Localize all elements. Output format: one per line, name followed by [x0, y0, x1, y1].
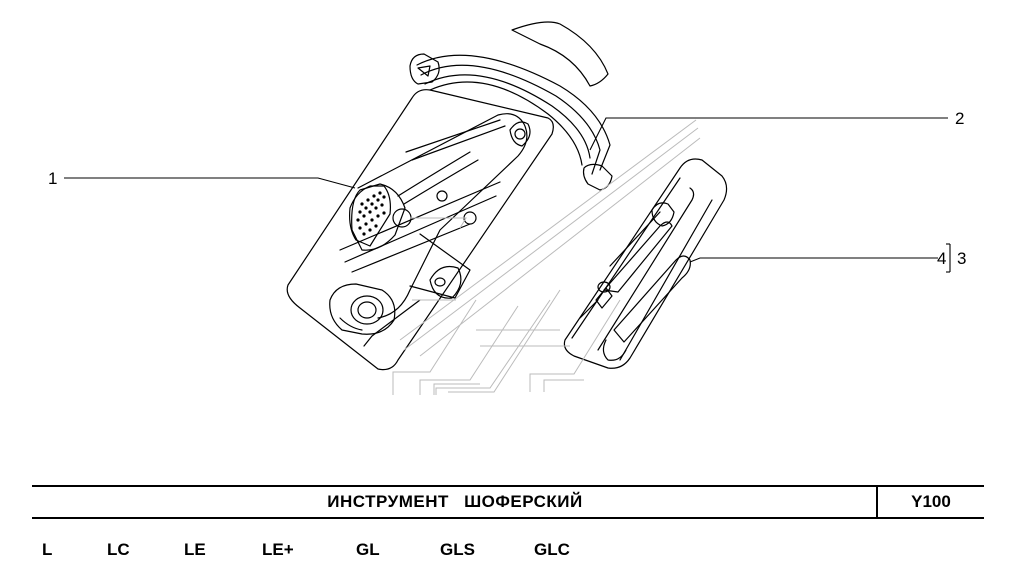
title-divider	[876, 487, 878, 517]
strap-buckle-left	[409, 53, 440, 85]
variant-le: LE	[184, 540, 206, 559]
wrench	[613, 255, 691, 343]
jack-outline	[357, 113, 528, 319]
callout-3: 3	[957, 249, 967, 268]
callout-4: 4	[937, 249, 947, 268]
small-pouch-outline	[563, 158, 728, 369]
section-code: Y100	[911, 492, 951, 511]
title-bar: ИНСТРУМЕНТ ШОФЕРСКИЙ Y100	[32, 485, 984, 519]
section-title: ИНСТРУМЕНТ ШОФЕРСКИЙ	[327, 492, 583, 511]
callout-1: 1	[48, 169, 58, 188]
variant-gls: GLS	[440, 540, 475, 559]
leader-1	[64, 177, 356, 189]
variant-glc: GLC	[534, 540, 570, 559]
leader-4	[689, 257, 938, 263]
callout-2: 2	[955, 109, 965, 128]
variant-le-plus: LE+	[262, 540, 294, 559]
parts-diagram	[64, 21, 951, 395]
bag-strap	[416, 54, 611, 171]
leader-2	[589, 117, 948, 151]
variant-l: L	[42, 540, 53, 559]
tool-bag-outline	[286, 89, 554, 371]
screwdriver	[603, 221, 673, 293]
variant-lc: LC	[107, 540, 130, 559]
jack-pad	[349, 185, 391, 247]
variant-gl: GL	[356, 540, 380, 559]
